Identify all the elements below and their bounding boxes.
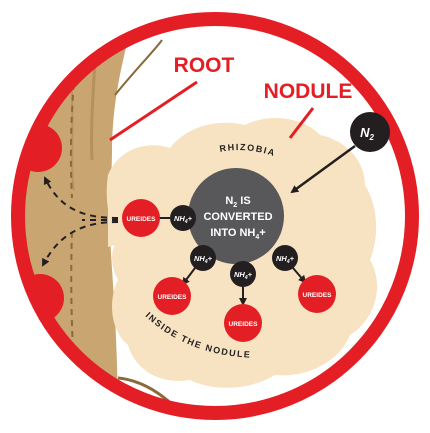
nh4-node-left: NH4+ (170, 205, 196, 231)
connector-bottom-right (292, 267, 307, 284)
nh4-node-bottom-center: NH4+ (230, 261, 256, 287)
svg-text:UREIDES: UREIDES (127, 216, 157, 223)
svg-text:NH4+: NH4+ (276, 254, 295, 265)
center-line-2: CONVERTED (203, 211, 272, 223)
ureides-node-bottom-left: UREIDES (153, 277, 191, 315)
svg-text:UREIDES: UREIDES (158, 294, 188, 301)
connector-bottom-left (181, 267, 196, 286)
svg-text:UREIDES: UREIDES (229, 321, 259, 328)
svg-text:NH4+: NH4+ (174, 214, 193, 225)
n2-arrow (290, 144, 356, 194)
nodule-pointer-line (288, 107, 315, 139)
svg-text:UREIDES: UREIDES (303, 292, 333, 299)
ureides-node-left: UREIDES (122, 199, 160, 237)
ureides-node-bottom-center: UREIDES (224, 304, 262, 342)
root-label: ROOT (174, 54, 235, 77)
nodule-label: NODULE (264, 80, 353, 103)
magnifier-ring (11, 12, 419, 420)
svg-text:NH4+: NH4+ (194, 254, 213, 265)
root-pointer-line (109, 80, 198, 142)
ureides-node-bottom-right: UREIDES (298, 275, 336, 313)
center-line-3: INTO NH4+ (210, 227, 265, 241)
center-line-1: N2 IS (225, 195, 250, 209)
svg-text:NH4+: NH4+ (234, 270, 253, 281)
transport-arrow-up (43, 176, 119, 219)
nh4-node-bottom-left: NH4+ (190, 245, 216, 271)
nh4-node-bottom-right: NH4+ (272, 245, 298, 271)
conversion-center (188, 168, 284, 264)
n2-molecule (350, 112, 390, 152)
transport-arrow-down (42, 221, 119, 267)
root-hair (114, 39, 163, 96)
n2-molecule-label: N2 (360, 125, 374, 142)
